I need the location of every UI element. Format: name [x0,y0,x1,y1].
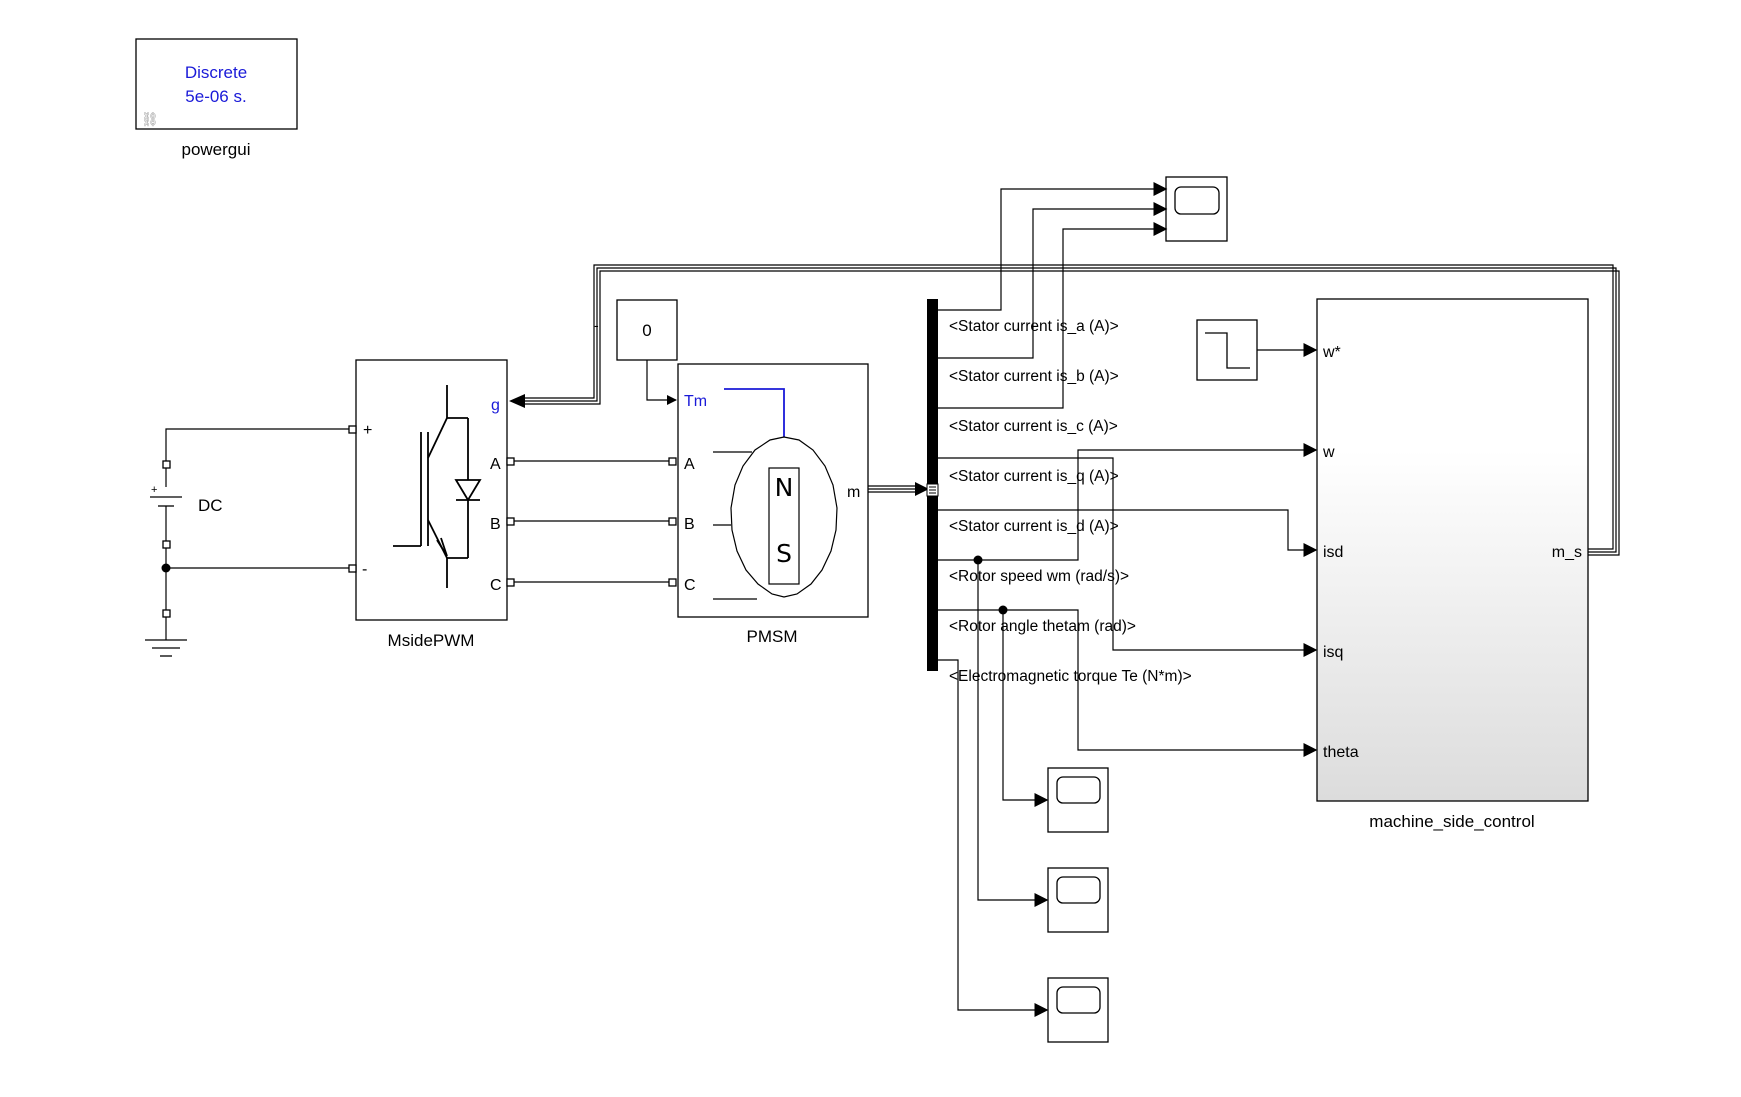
constant-to-tm-wire [646,360,677,405]
scope-current-wires [938,182,1168,409]
controller-w-label: w [1322,444,1335,461]
scope-angle[interactable] [1047,867,1109,933]
dc-port-top [162,460,171,469]
controller-block[interactable]: w* w isd isq theta m_s machine_side_cont… [1316,298,1589,831]
step-block[interactable] [1196,319,1258,381]
signal-label-is-a: <Stator current is_a (A)> [949,318,1119,335]
signal-label-wm: <Rotor speed wm (rad/s)> [949,568,1129,585]
signal-label-te: <Electromagnetic torque Te (N*m)> [949,668,1192,685]
pmsm-m-label: m [847,484,860,501]
dc-label: DC [198,496,223,515]
pole-s-label: S [776,539,792,568]
dc-port-bottom [162,540,171,549]
controller-isd-label: isd [1323,544,1343,561]
scope-icon [1056,776,1101,804]
scope-icon [1056,986,1101,1014]
converter-plus-label: + [363,422,372,439]
powergui-label: powergui [182,140,251,159]
converter-port-a [506,457,515,466]
bus-signal-labels: <Stator current is_a (A)> <Stator curren… [949,318,1192,685]
converter-port-c [506,578,515,587]
scope-icon [1056,876,1101,904]
step-icon [1205,332,1250,369]
junction-dot [998,605,1008,615]
scope-torque[interactable] [1047,977,1109,1043]
dc-source-block[interactable]: + DC [150,460,223,549]
battery-plus-sign: + [151,484,157,496]
converter-port-minus [348,564,357,573]
pmsm-block[interactable]: Tm A B C m N S PMSM [668,363,869,646]
scope-icon [1174,186,1220,215]
scope-currents[interactable] [1165,176,1228,242]
converter-port-b [506,517,515,526]
tm-shaft-line [724,388,785,437]
constant-block[interactable]: 0 - [594,299,678,361]
powergui-line1: Discrete [185,63,247,82]
controller-theta-label: theta [1323,744,1359,761]
pole-n-label: N [775,473,794,502]
phase-wires [514,460,669,583]
powergui-line2: 5e-06 s. [185,87,246,106]
powergui-block[interactable]: Discrete 5e-06 s. ⛓ powergui [135,38,298,159]
converter-label: MsidePWM [388,631,475,650]
converter-block[interactable]: + - g A B C MsidePWM [348,359,515,650]
signal-label-is-q: <Stator current is_q (A)> [949,468,1119,485]
controller-label: machine_side_control [1369,812,1534,831]
controller-isq-label: isq [1323,644,1343,661]
signal-label-is-b: <Stator current is_b (A)> [949,368,1119,385]
constant-value: 0 [642,321,651,340]
pmsm-label: PMSM [747,627,798,646]
converter-g-label: g [491,397,500,414]
converter-minus-label: - [362,561,367,578]
motor-icon [713,436,838,600]
controller-input-wires [938,443,1318,757]
feedback-bus-wire [509,264,1620,556]
signal-label-is-d: <Stator current is_d (A)> [949,518,1119,535]
dc-wiring [161,428,349,610]
bus-selector-block[interactable] [926,299,939,671]
ground-block[interactable] [145,609,187,657]
igbt-icon [393,385,482,588]
link-icon: ⛓ [141,111,159,127]
converter-port-plus [348,425,357,434]
junction-dot [973,555,983,565]
pmsm-b-label: B [684,516,695,533]
converter-b-label: B [490,516,501,533]
controller-ms-label: m_s [1552,544,1582,561]
m-bus-wire [868,482,929,496]
controller-wref-label: w* [1322,344,1341,361]
pmsm-tm-label: Tm [684,393,707,410]
pmsm-c-label: C [684,577,696,594]
scope-speed[interactable] [1047,767,1109,833]
junction-dot [161,563,171,573]
scope-bottom-wires [938,555,1049,1017]
converter-a-label: A [490,456,501,473]
signal-label-is-c: <Stator current is_c (A)> [949,418,1118,435]
signal-label-thetam: <Rotor angle thetam (rad)> [949,618,1136,635]
converter-c-label: C [490,577,502,594]
pmsm-a-label: A [684,456,695,473]
